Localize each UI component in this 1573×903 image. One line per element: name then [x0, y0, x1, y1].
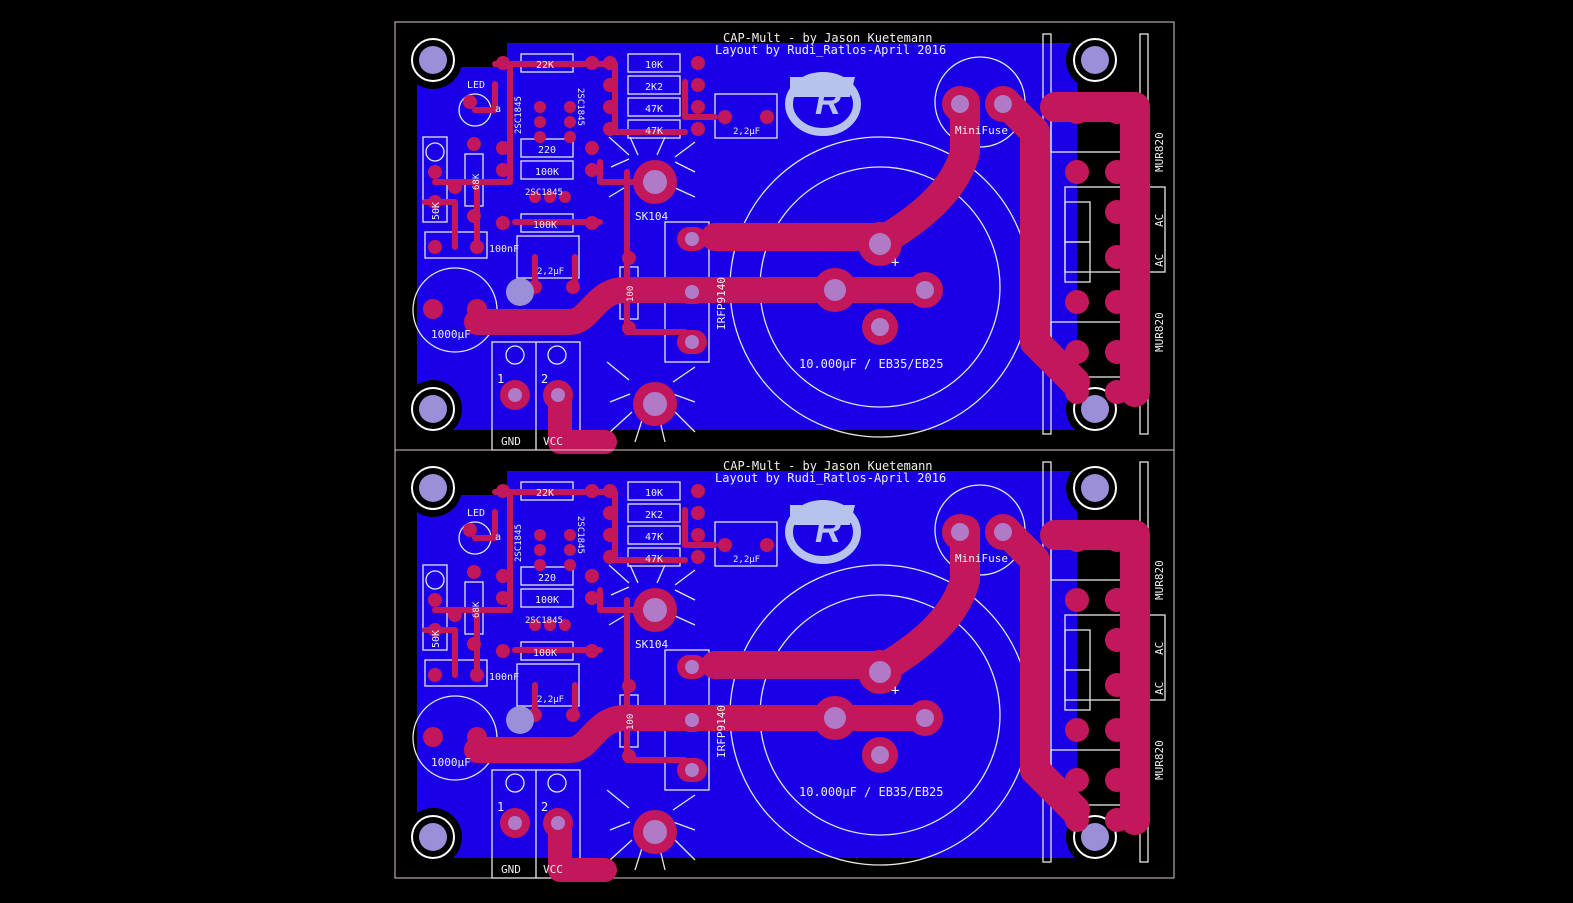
label-diode-b: MUR820 [1153, 740, 1166, 780]
label-ac-b: AC [1153, 254, 1166, 267]
label-mosfet: IRFP9140 [715, 705, 728, 758]
label-c100n: 100nF [489, 244, 519, 255]
label-heatsink: SK104 [635, 638, 668, 651]
label-led: LED [467, 80, 485, 91]
label-r2k2: 2K2 [645, 82, 663, 93]
label-r22k: 22K [536, 488, 554, 499]
label-r100k-b: 100K [533, 648, 557, 659]
label-r22k: 22K [536, 60, 554, 71]
label-diode-a: MUR820 [1153, 132, 1166, 172]
label-gnd: GND [501, 435, 521, 448]
label-fuse: MiniFuse [955, 552, 1008, 565]
pcb-board-top[interactable] [395, 22, 1174, 450]
label-r10k: 10K [645, 60, 663, 71]
label-r2k2: 2K2 [645, 510, 663, 521]
label-cbig: 10.000µF / EB35/EB25 [799, 357, 944, 371]
label-r47k-a: 47K [645, 104, 663, 115]
label-r68k: 68K [472, 173, 482, 190]
label-c100n: 100nF [489, 672, 519, 683]
label-r68k: 68K [472, 601, 482, 618]
logo-letter: R [815, 509, 841, 550]
label-term-2: 2 [541, 800, 548, 814]
label-led: LED [467, 508, 485, 519]
label-c1000u: 1000µF [431, 328, 471, 341]
label-plus: + [891, 255, 899, 271]
label-r100k-a: 100K [535, 167, 559, 178]
label-q-c: 2SC1845 [525, 616, 563, 626]
board-title: CAP-Mult - by Jason Kuetemann [723, 31, 933, 45]
label-r47k-a: 47K [645, 532, 663, 543]
label-led-pin: a [495, 104, 501, 115]
label-cbig: 10.000µF / EB35/EB25 [799, 785, 944, 799]
label-r100k-b: 100K [533, 220, 557, 231]
label-mosfet: IRFP9140 [715, 277, 728, 330]
label-plus: + [891, 683, 899, 699]
label-pot50k: 50K [431, 630, 442, 648]
label-q-b: 2SC1845 [575, 88, 585, 126]
label-ac-a: AC [1153, 214, 1166, 227]
label-ac-a: AC [1153, 642, 1166, 655]
label-vcc: VCC [543, 863, 563, 876]
label-gnd: GND [501, 863, 521, 876]
pcb-board-bottom[interactable] [395, 450, 1174, 878]
board-labels-top: CAP-Mult - by Jason Kuetemann Layout by … [431, 31, 1166, 448]
board-subtitle: Layout by Rudi_Ratlos-April 2016 [715, 43, 946, 57]
label-r220: 220 [538, 145, 556, 156]
label-r220: 220 [538, 573, 556, 584]
label-fuse: MiniFuse [955, 124, 1008, 137]
label-r47k-b: 47K [645, 126, 663, 137]
label-vcc: VCC [543, 435, 563, 448]
label-c2u2-a: 2,2µF [733, 127, 760, 137]
label-r100k-a: 100K [535, 595, 559, 606]
label-q-a: 2SC1845 [514, 96, 524, 134]
label-diode-a: MUR820 [1153, 560, 1166, 600]
board-subtitle: Layout by Rudi_Ratlos-April 2016 [715, 471, 946, 485]
label-led-pin: a [495, 532, 501, 543]
label-r100: 100 [626, 286, 636, 302]
label-r10k: 10K [645, 488, 663, 499]
label-pot50k: 50K [431, 202, 442, 220]
label-term-1: 1 [497, 372, 504, 386]
label-q-a: 2SC1845 [514, 524, 524, 562]
label-c1000u: 1000µF [431, 756, 471, 769]
label-term-2: 2 [541, 372, 548, 386]
logo-letter: R [815, 81, 841, 122]
label-r100: 100 [626, 714, 636, 730]
label-r47k-b: 47K [645, 554, 663, 565]
label-c2u2-b: 2,2µF [537, 267, 564, 277]
label-c2u2-b: 2,2µF [537, 695, 564, 705]
label-term-1: 1 [497, 800, 504, 814]
label-c2u2-a: 2,2µF [733, 555, 760, 565]
board-title: CAP-Mult - by Jason Kuetemann [723, 459, 933, 473]
label-q-b: 2SC1845 [575, 516, 585, 554]
label-diode-b: MUR820 [1153, 312, 1166, 352]
board-labels-bottom: CAP-Mult - by Jason Kuetemann Layout by … [431, 459, 1166, 876]
label-heatsink: SK104 [635, 210, 668, 223]
label-q-c: 2SC1845 [525, 188, 563, 198]
label-ac-b: AC [1153, 682, 1166, 695]
